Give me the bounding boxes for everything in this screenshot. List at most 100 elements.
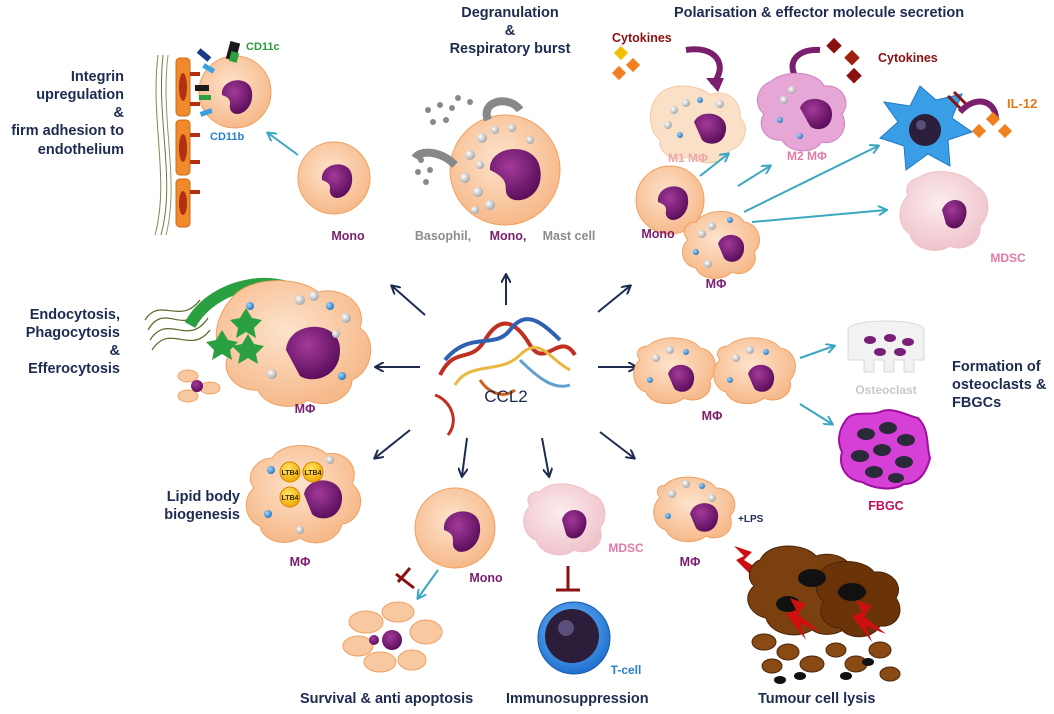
- m2-macrophage: [756, 72, 847, 152]
- macrophage-fusion-2: [713, 337, 796, 405]
- basophil-label: Basophil,: [415, 229, 471, 243]
- m1-secretion-arrowhead: [706, 78, 724, 92]
- arrow-to-integrin: [392, 286, 426, 316]
- phagocytosing-macrophage: [215, 280, 372, 407]
- m2-label: M2 MΦ: [787, 149, 827, 163]
- lipid-title: Lipid body biogenesis: [130, 488, 240, 524]
- lysis-bolt-3: [852, 600, 886, 642]
- endocytosis-line-3: &: [109, 343, 120, 360]
- mf-label-osteoclast: MΦ: [702, 409, 723, 423]
- endocytosis-line-2: Phagocytosis: [25, 325, 120, 342]
- arrow-to-immunosuppression: [541, 437, 549, 476]
- cd11c-label: CD11c: [246, 41, 280, 53]
- integrin-line-4: firm adhesion to: [11, 123, 124, 140]
- lipid-macrophage: [245, 445, 362, 544]
- central-arrows: [375, 275, 636, 476]
- monocyte-polarisation: [635, 165, 705, 235]
- endocytosis-line-4: Efferocytosis: [28, 361, 120, 378]
- ltb4-label-1: LTB4: [282, 470, 299, 477]
- mdsc-label-top: MDSC: [990, 251, 1026, 265]
- endocytosis-line-1: Endocytosis,: [29, 307, 120, 323]
- osteoclasts-title: Formation of osteoclasts & FBGCs: [952, 358, 1046, 412]
- lipid-line-1: Lipid body: [166, 489, 240, 505]
- ltb4-body-3: [279, 486, 301, 508]
- macrophage-polarisation: [681, 211, 760, 279]
- degranulation-line-2: &: [504, 23, 516, 40]
- monocyte-integrin: [297, 141, 371, 215]
- mono-label-integrin: Mono: [331, 229, 365, 243]
- mono-label-degranulation: Mono,: [490, 229, 527, 243]
- osteoclast-cell: [847, 320, 925, 373]
- anti-apoptosis-inhibition-line: [395, 572, 415, 590]
- arrow-to-survival: [462, 437, 467, 476]
- cytokine-diamonds-m2: [826, 37, 862, 84]
- degranulation-line-1: Degranulation: [461, 5, 559, 21]
- lps-label: +LPS: [738, 514, 764, 525]
- m1-macrophage: [650, 85, 746, 164]
- integrin-line-5: endothelium: [37, 141, 124, 158]
- mf-label-polarisation: MΦ: [706, 277, 727, 291]
- tumour-cells: [747, 545, 901, 638]
- dendritic-cell: [879, 85, 974, 171]
- endothelium: [154, 54, 200, 236]
- lysed-fragments: [751, 633, 901, 684]
- adherent-monocyte: [195, 41, 272, 129]
- monocyte-survival: [414, 487, 496, 569]
- release-arrow-left: [411, 148, 458, 169]
- integrin-line-1: Integrin: [70, 69, 124, 85]
- apoptotic-bodies-left: [177, 369, 221, 403]
- m1-label: M1 MΦ: [668, 151, 708, 165]
- release-arrow-top: [482, 97, 524, 122]
- mdsc-cell: [523, 483, 606, 556]
- il12-diamonds: [971, 111, 1013, 139]
- endocytosis-title: Endocytosis, Phagocytosis & Efferocytosi…: [0, 306, 120, 379]
- osteoclasts-line-2: osteoclasts &: [952, 377, 1047, 394]
- ltb4-label-3: LTB4: [282, 495, 299, 502]
- ccl2-protein-structure: [434, 317, 577, 436]
- arrow-to-polarisation: [597, 286, 630, 313]
- survival-title: Survival & anti apoptosis: [300, 691, 474, 707]
- polarisation-teal-arrows: [699, 146, 886, 223]
- mf-label-lipid: MΦ: [290, 555, 311, 569]
- apoptotic-bodies: [342, 601, 443, 673]
- integrin-line-2: upregulation: [36, 87, 124, 104]
- fbgc-cell: [838, 409, 932, 490]
- mf-label-tumour: MΦ: [680, 555, 701, 569]
- dc-secretion-arrow: [957, 98, 999, 119]
- degranulating-cell: [449, 114, 561, 226]
- arrow-to-lipid: [375, 429, 411, 458]
- dc-inhibition-line: [946, 94, 962, 110]
- integrin-line-3: &: [113, 105, 124, 122]
- cd11b-label: CD11b: [210, 131, 245, 143]
- ccl2-label: CCL2: [484, 387, 527, 406]
- degranulation-line-3: Respiratory burst: [449, 41, 571, 58]
- tumour-title: Tumour cell lysis: [758, 691, 876, 707]
- granule-release: [415, 95, 473, 185]
- t-cell-label: T-cell: [611, 663, 642, 677]
- ltb4-label-2: LTB4: [305, 470, 322, 477]
- polarisation-title: Polarisation & effector molecule secreti…: [674, 5, 965, 21]
- lysis-bolt-2: [786, 598, 820, 640]
- dc-inhibition-bar: [952, 90, 968, 106]
- macrophage-fusion-1: [633, 337, 716, 405]
- cytokines-label-m1: Cytokines: [612, 31, 672, 45]
- mast-cell-label: Mast cell: [543, 229, 596, 243]
- immunosuppression-title: Immunosuppression: [506, 691, 649, 707]
- osteoclasts-line-3: FBGCs: [952, 395, 1002, 412]
- ingested-particles: [206, 308, 264, 364]
- mf-label-endocytosis: MΦ: [295, 402, 316, 416]
- anti-apoptosis-inhibition-bar: [396, 567, 412, 583]
- arrow-to-tumour: [599, 431, 634, 458]
- integrin-title: Integrin upregulation & firm adhesion to…: [0, 68, 124, 159]
- fbgc-label: FBGC: [868, 499, 903, 513]
- mono-label-survival: Mono: [469, 571, 503, 585]
- ltb4-body-1: [279, 461, 301, 483]
- cytokine-diamonds-m1: [611, 45, 641, 81]
- t-cell: [537, 601, 611, 675]
- osteoclast-label: Osteoclast: [855, 383, 916, 397]
- lipid-line-2: biogenesis: [164, 507, 240, 524]
- lps-macrophage: [653, 476, 736, 543]
- degranulation-title: Degranulation & Respiratory burst: [420, 4, 600, 58]
- teal-arrow-osteoclast: [799, 346, 834, 359]
